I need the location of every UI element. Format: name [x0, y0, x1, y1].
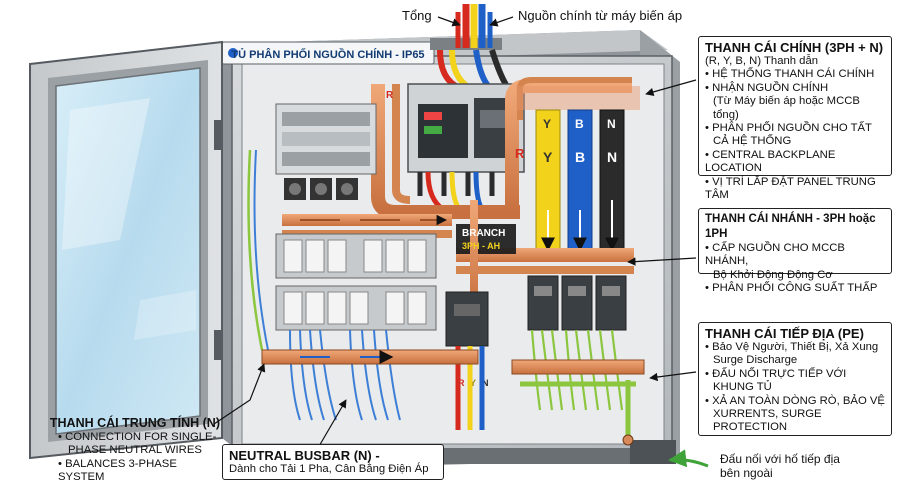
- branch-mccbs: [445, 275, 627, 347]
- callout-line: • NHẬN NGUỒN CHÍNH: [705, 81, 829, 94]
- callout-line: XURRENTS, SURGE PROTECTION: [713, 408, 822, 434]
- callout-title: NEUTRAL BUSBAR (N) -: [229, 448, 380, 463]
- phase-letter: N: [607, 117, 616, 131]
- main-mccb: [407, 83, 525, 214]
- callout-line: • CENTRAL BACKPLANE LOCATION: [705, 148, 836, 175]
- callout-line: • PHÂN PHỐI CÔNG SUẤT THẤP: [705, 282, 878, 295]
- ground-note: Đấu nối với hố tiếp địa bên ngoài: [720, 452, 890, 480]
- callout-title: THANH CÁI CHÍNH (3PH + N): [705, 40, 884, 55]
- phase-letter: Y: [543, 149, 553, 165]
- callout-line: • ĐẤU NỐI TRỰC TIẾP VỚI: [705, 367, 847, 380]
- callout-title: THANH CÁI NHÁNH - 3PH hoặc 1PH: [705, 213, 876, 240]
- branch-tag-line1: BRANCH: [462, 228, 505, 239]
- ground-note-line: Đấu nối với hố tiếp địa: [720, 452, 840, 466]
- callout-lines: [213, 16, 697, 449]
- phase-letter: R: [515, 146, 525, 161]
- callout-line: • VỊ TRÍ LẮP ĐẶT PANEL TRUNG TÂM: [705, 175, 876, 202]
- callout-subtitle: (R, Y, B, N) Thanh dẫn: [705, 55, 819, 67]
- label-main-source: Nguồn chính từ máy biến áp: [518, 8, 683, 23]
- callout-line: • CONNECTION FOR SINGLE-: [58, 431, 217, 443]
- callout-line: • PHÂN PHỐI NGUỒN CHO TẤT: [705, 122, 872, 135]
- cabinet-title: TỦ PHÂN PHỐI NGUỒN CHÍNH - IP65: [231, 49, 425, 61]
- callout-line: Dành cho Tải 1 Pha, Cân Bằng Điện Áp: [229, 463, 429, 475]
- callout-title: THANH CÁI TIẾP ĐỊA (PE): [705, 326, 864, 341]
- callout-title: THANH CÁI TRUNG TÍNH (N): [49, 416, 220, 430]
- callout-line: • Bảo Vệ Người, Thiết Bị, Xả Xung: [705, 341, 879, 353]
- neutral-busbar: [261, 350, 479, 364]
- callout-main-busbar: THANH CÁI CHÍNH (3PH + N) (R, Y, B, N) T…: [698, 36, 892, 201]
- branch-busbars: [282, 200, 634, 310]
- phase-letter: B: [575, 117, 584, 131]
- phase-letters: Y Y B B N N R R R Y N: [386, 90, 617, 388]
- phase-letter: Y: [543, 117, 551, 131]
- miniature-breakers: [275, 233, 437, 331]
- label-tong: Tổng: [402, 8, 432, 23]
- branch-tag-line2: 3PH - AH: [462, 241, 500, 251]
- phase-letter: B: [575, 149, 585, 165]
- callout-branch-busbar: THANH CÁI NHÁNH - 3PH hoặc 1PH • CẤP NGU…: [698, 208, 892, 294]
- earth-busbar: [511, 359, 645, 446]
- callout-line: KHUNG TỦ: [713, 381, 772, 394]
- phase-letter: R: [458, 378, 465, 388]
- callout-line: Surge Discharge: [713, 354, 798, 367]
- ground-note-arrow: [668, 449, 709, 468]
- callout-line: • HỆ THỐNG THANH CÁI CHÍNH: [705, 68, 875, 81]
- callout-line: • XẢ AN TOÀN DÒNG RÒ, BẢO VỆ: [705, 394, 885, 407]
- phase-letter: R: [386, 90, 394, 101]
- phase-letter: Y: [470, 378, 476, 388]
- phase-letter: N: [607, 149, 617, 165]
- vertical-phase-busbars: [535, 109, 625, 261]
- incoming-cables: [430, 4, 511, 91]
- callout-line: (Từ Máy biến áp hoặc MCCB tổng): [713, 95, 860, 121]
- callout-line: • BALANCES 3-PHASE SYSTEM: [58, 457, 177, 484]
- callout-line: PHASE NEUTRAL WIRES: [68, 444, 202, 457]
- phase-letter: N: [482, 378, 489, 388]
- ground-note-line: bên ngoài: [720, 466, 773, 480]
- callout-neutral-center: NEUTRAL BUSBAR (N) - Dành cho Tải 1 Pha,…: [222, 444, 444, 480]
- main-copper-busbars: [371, 77, 640, 219]
- callout-earth-busbar: THANH CÁI TIẾP ĐỊA (PE) • Bảo Vệ Người, …: [698, 322, 892, 436]
- info-icon: [228, 48, 238, 58]
- cabinet-door: [29, 40, 223, 460]
- terminal-blocks: [275, 103, 377, 200]
- callout-line: • CẤP NGUỒN CHO MCCB NHÁNH,: [705, 242, 845, 268]
- callout-neutral-left: THANH CÁI TRUNG TÍNH (N) • CONNECTION FO…: [40, 416, 220, 485]
- callout-line: CẢ HỆ THỐNG: [713, 135, 792, 148]
- callout-line: Bộ Khởi Động Động Cơ: [713, 268, 833, 281]
